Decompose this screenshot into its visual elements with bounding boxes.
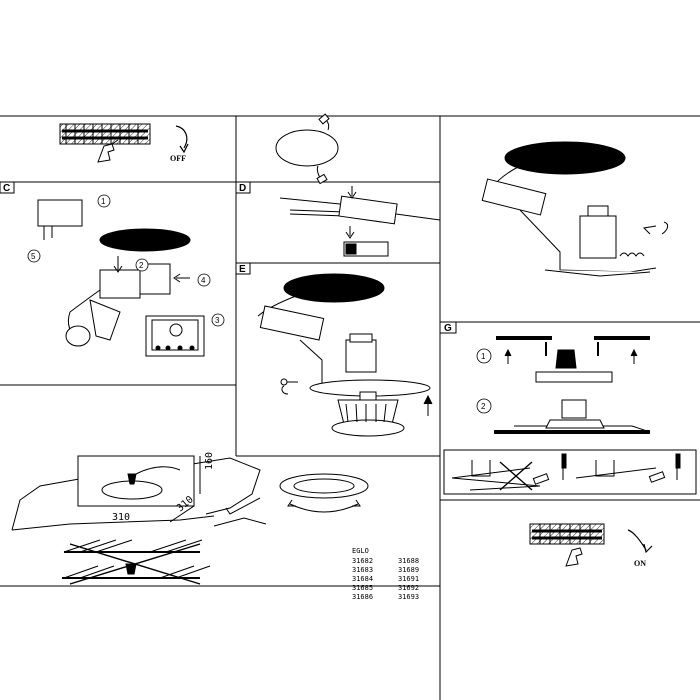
- model-code: 31692: [398, 584, 419, 592]
- model-code: 31693: [398, 593, 419, 601]
- step-c-5: 5: [31, 252, 36, 261]
- spring-clip-icon: [619, 252, 645, 257]
- model-code: 31683: [352, 566, 373, 574]
- step-g-1: 1: [481, 352, 486, 361]
- step-c-3: 3: [215, 316, 220, 325]
- model-code: 31686: [352, 593, 373, 601]
- step-c-4: 4: [201, 276, 206, 285]
- step-g-2: 2: [481, 402, 486, 411]
- rotate-arrow-icon: [175, 125, 189, 154]
- brand-label: EGLO: [352, 547, 369, 555]
- terminal-block-icon: [59, 123, 151, 145]
- panel-tag-d: D: [235, 181, 251, 194]
- wrong-mount-drawing: [62, 539, 211, 585]
- ring-trim-icon: [279, 473, 369, 513]
- wrong-way-box: [443, 449, 697, 495]
- rotate-arrow-icon: [627, 529, 653, 554]
- hand-icon: [565, 547, 583, 567]
- lamp-assembly-e: [257, 273, 431, 397]
- connector-icon: [279, 186, 441, 257]
- svg-text:G: G: [444, 323, 452, 334]
- model-code: 31682: [352, 557, 373, 565]
- model-code: 31691: [398, 575, 419, 583]
- svg-text:C: C: [3, 183, 10, 194]
- hand-icon: [97, 139, 119, 163]
- panel-tag-e: E: [235, 262, 251, 275]
- dim-height: 160: [204, 452, 215, 470]
- connection-diagram: [37, 199, 205, 357]
- up-arrow-icon: [423, 394, 433, 416]
- ceiling-cutout-drawing: [11, 455, 267, 531]
- ceiling-disc-icon: [489, 141, 626, 191]
- model-code: 31689: [398, 566, 419, 574]
- step-c-2: 2: [139, 261, 144, 270]
- model-code: 31688: [398, 557, 419, 565]
- switch-off-label: OFF: [170, 154, 186, 163]
- screw-icon: [280, 378, 298, 395]
- step-c-1: 1: [101, 197, 106, 206]
- svg-text:D: D: [239, 183, 246, 194]
- model-code: 31685: [352, 584, 373, 592]
- mount-step-2: [494, 399, 651, 434]
- mount-step-1: [496, 336, 650, 383]
- panel-tag-c: C: [0, 181, 15, 194]
- gu10-bulb-icon: [331, 391, 405, 437]
- lamp-holder-icon: [481, 178, 657, 277]
- model-code: 31684: [352, 575, 373, 583]
- ceiling-disc-icon: [275, 113, 339, 185]
- rotate-arrow-icon: [642, 221, 669, 235]
- panel-borders: [0, 115, 700, 700]
- step-g-markers: [476, 348, 492, 414]
- model-table: EGLO 31682 31683 31684 31685 31686 31688…: [352, 547, 419, 601]
- step-c-markers: [27, 194, 225, 327]
- panel-tag-g: G: [439, 321, 457, 334]
- svg-text:E: E: [239, 264, 246, 275]
- terminal-block-icon: [529, 523, 605, 545]
- switch-on-label: ON: [634, 559, 646, 568]
- dim-width: 310: [112, 512, 130, 523]
